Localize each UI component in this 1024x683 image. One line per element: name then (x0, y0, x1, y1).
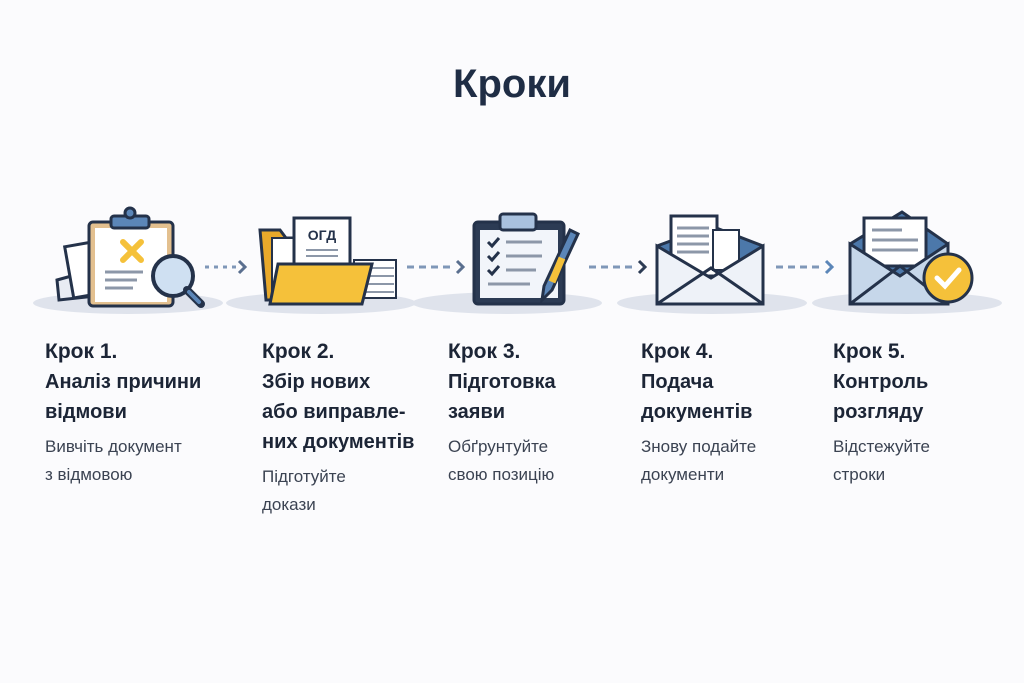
step-description-line: Відстежуйте (833, 437, 931, 456)
step-title-line: заяви (448, 401, 506, 423)
clipboard-magnifier-icon (33, 200, 223, 320)
step-title: Підготовка заяви (448, 367, 638, 427)
step-number: Крок 2. (262, 340, 335, 363)
step-description: Обґрунтуйте свою позицію (448, 433, 638, 489)
step-number: Крок 1. (45, 340, 118, 363)
step-title: Контроль розгляду (833, 367, 1023, 427)
page-title: Кроки (453, 62, 571, 106)
step-description-line: свою позицію (448, 465, 555, 484)
step-description-line: Знову подайте (641, 437, 757, 456)
arrow-right-icon (776, 259, 835, 275)
step-4: Крок 4. Подача документів Знову подайте до… (641, 337, 831, 489)
step-title-line: Подача (641, 371, 714, 393)
step-description-line: Підготуйте (262, 467, 346, 486)
step-description: Вивчіть документ з відмовою (45, 433, 235, 489)
step-title-line: Аналіз причини (45, 371, 202, 393)
step-1: Крок 1. Аналіз причини відмови Вивчіть до… (45, 337, 235, 489)
step-title-line: розгляду (833, 401, 924, 423)
step-title-line: них документів (262, 431, 415, 453)
folder-documents-icon: ОГД (226, 200, 416, 320)
step-title: Подача документів (641, 367, 831, 427)
step-description-line: Обґрунтуйте (448, 437, 549, 456)
step-title: Аналіз причини відмови (45, 367, 235, 427)
step-number: Крок 5. (833, 340, 906, 363)
step-description-line: Вивчіть документ (45, 437, 182, 456)
step-title-line: Підготовка (448, 371, 556, 393)
arrow-right-icon (205, 259, 248, 275)
envelope-documents-icon (617, 200, 807, 320)
arrow-right-icon (407, 259, 466, 275)
step-3: Крок 3. Підготовка заяви Обґрунтуйте свою … (448, 337, 638, 489)
step-description-line: документи (641, 465, 725, 484)
step-description-line: строки (833, 465, 886, 484)
checklist-pen-icon (412, 200, 602, 320)
step-title-line: відмови (45, 401, 127, 423)
envelope-check-icon (812, 200, 1002, 320)
step-title-line: Збір нових (262, 371, 371, 393)
step-number: Крок 4. (641, 340, 714, 363)
step-description: Відстежуйте строки (833, 433, 1023, 489)
step-title-line: Контроль (833, 371, 929, 393)
step-description-line: з відмовою (45, 465, 133, 484)
step-description: Знову подайте документи (641, 433, 831, 489)
step-number: Крок 3. (448, 340, 521, 363)
arrow-right-icon (589, 259, 648, 275)
step-2: Крок 2. Збір нових або виправле-них докум… (262, 337, 452, 519)
step-5: Крок 5. Контроль розгляду Відстежуйте стро… (833, 337, 1023, 489)
folder-doc-label: ОГД (308, 227, 336, 243)
step-title: Збір нових або виправле-них документів (262, 367, 452, 457)
step-title-line: документів (641, 401, 753, 423)
step-description: Підготуйте докази (262, 463, 452, 519)
step-title-line: або виправле- (262, 401, 406, 423)
step-description-line: докази (262, 495, 316, 514)
